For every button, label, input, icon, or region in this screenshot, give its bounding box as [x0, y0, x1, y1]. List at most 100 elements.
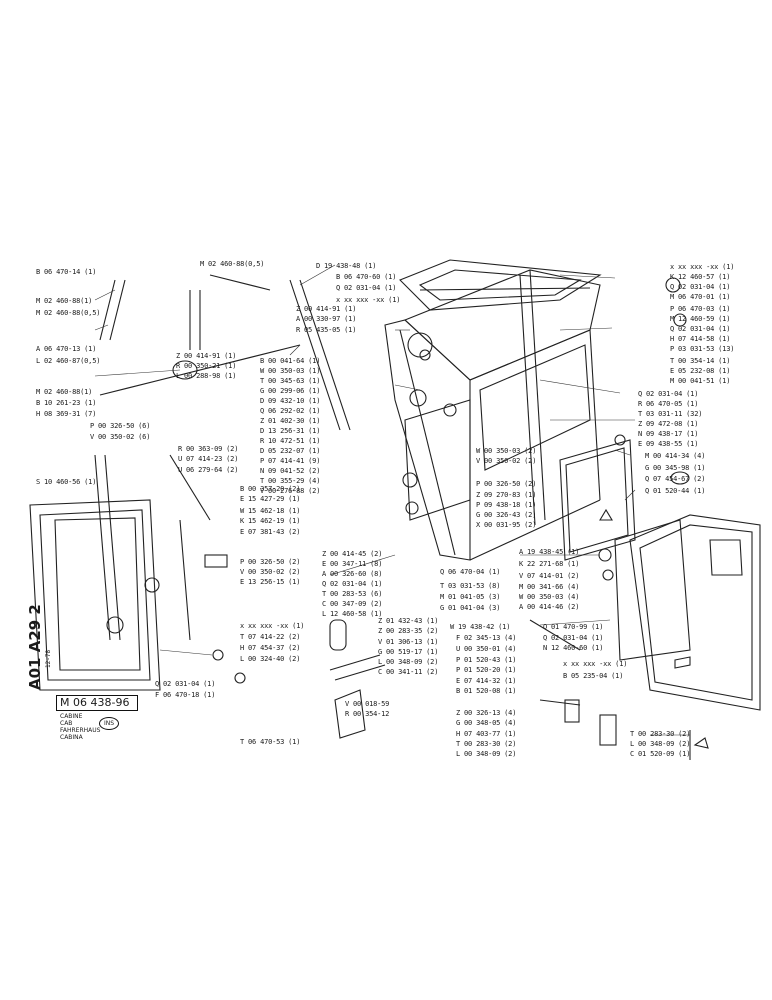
part-label: V 07 414-01 (2) [519, 572, 580, 580]
part-label: E 15 427-29 (1) [240, 495, 301, 503]
part-label: E 00 347-11 (8) [322, 560, 383, 568]
part-label: Q 02 031-04 (1) [543, 634, 604, 642]
title-line: FAHRERHAUS [60, 727, 101, 734]
part-label: M 02 460-88(0,5) [36, 309, 101, 317]
part-label: Q 01 470-99 (1) [543, 623, 604, 631]
part-label: T 00 283-30 (2) [456, 740, 517, 748]
part-label: T 00 283-30 (2) [630, 730, 691, 738]
part-label: R 06 470-05 (1) [638, 400, 699, 408]
leader-lines [94, 264, 690, 736]
part-label: K 15 462-19 (1) [240, 517, 301, 525]
part-label: A 00 414-46 (2) [519, 603, 580, 611]
part-label: T 03 031-11 (32) [638, 410, 703, 418]
part-label: V 00 350-02 (2) [476, 457, 537, 465]
part-label: Q 01 520-44 (1) [645, 487, 706, 495]
part-label: V 00 276-88 (2) [260, 487, 321, 495]
part-label: M 02 460-88(0,5) [200, 260, 265, 268]
part-label: G 01 041-04 (3) [440, 604, 501, 612]
part-label: P 03 031-53 (13) [670, 345, 735, 353]
part-label: Q 06 292-02 (1) [260, 407, 321, 415]
part-label: T 00 355-29 (4) [260, 477, 321, 485]
cab-frame [384, 269, 601, 561]
part-label: E 05 232-08 (1) [670, 367, 731, 375]
part-label: P 07 414-41 (9) [260, 457, 321, 465]
part-label: L 02 460-87(0,5) [36, 357, 101, 365]
part-label: V 00 018-59 [345, 700, 390, 708]
lower-center-parts [329, 619, 709, 760]
part-label: M 00 341-66 (4) [519, 583, 580, 591]
part-label: x xx xxx -xx (1) [563, 660, 628, 668]
part-label: T 06 470-53 (1) [240, 738, 301, 746]
part-label: D 19 438-48 (1) [316, 262, 377, 270]
part-label: Q 02 031-04 (1) [670, 283, 731, 291]
part-label: M 00 041-51 (1) [670, 377, 731, 385]
part-label: T 00 283-53 (6) [322, 590, 383, 598]
part-label: R 00 354-12 [345, 710, 390, 718]
part-label: R 05 435-05 (1) [296, 326, 357, 334]
part-label: R 00 350-21 (1) [176, 362, 237, 370]
part-label: B 10 261-23 (1) [36, 399, 97, 407]
part-label: H 07 403-77 (1) [456, 730, 517, 738]
drawing-date: 12-78 [45, 649, 52, 668]
document-id: A01 A29 2 [26, 604, 44, 690]
part-label: T 00 354-14 (1) [670, 357, 731, 365]
side-window-panel [559, 439, 636, 561]
part-label: V 00 350-02 (2) [240, 568, 301, 576]
part-label: X 00 031-95 (2) [476, 521, 537, 529]
part-label: M 12 460-59 (1) [670, 315, 731, 323]
part-label: Z 09 270-83 (1) [476, 491, 537, 499]
part-label: G 00 345-98 (1) [645, 464, 706, 472]
part-label: G 00 519-17 (1) [378, 648, 439, 656]
part-label: M 06 470-01 (1) [670, 293, 731, 301]
part-label: G 00 326-43 (2) [476, 511, 537, 519]
part-label: G 00 348-05 (4) [456, 719, 517, 727]
part-label: E 07 381-43 (2) [240, 528, 301, 536]
part-label: S 10 460-56 (1) [36, 478, 97, 486]
part-label: L 00 324-40 (2) [240, 655, 301, 663]
part-label: L 00 348-09 (2) [456, 750, 517, 758]
ins-stamp: INS [99, 717, 119, 730]
part-label: B 01 520-08 (1) [456, 687, 517, 695]
part-label: Q 02 031-04 (1) [638, 390, 699, 398]
part-label: V 01 306-13 (1) [378, 638, 439, 646]
door-hardware-left [94, 454, 246, 684]
part-label: A 06 470-13 (1) [36, 345, 97, 353]
part-label: Z 00 414-45 (2) [322, 550, 383, 558]
part-label: H 07 414-58 (1) [670, 335, 731, 343]
part-label: P 00 326-50 (2) [240, 558, 301, 566]
part-label: P 09 438-18 (1) [476, 501, 537, 509]
part-label: B 00 041-64 (1) [260, 357, 321, 365]
part-label: L 00 288-98 (1) [176, 372, 237, 380]
part-label: Q 06 470-04 (1) [440, 568, 501, 576]
part-label: P 01 520-20 (1) [456, 666, 517, 674]
part-label: Z 00 283-35 (2) [378, 627, 439, 635]
right-door [614, 514, 761, 711]
part-label: U 06 279-64 (2) [178, 466, 239, 474]
part-label: P 01 520-43 (1) [456, 656, 517, 664]
part-label: L 00 348-09 (2) [378, 658, 439, 666]
part-label: H 07 454-37 (2) [240, 644, 301, 652]
part-label: T 03 031-53 (8) [440, 582, 501, 590]
part-label: Q 07 454-67 (2) [645, 475, 706, 483]
part-label: Z 01 402-30 (1) [260, 417, 321, 425]
part-label: W 00 350-03 (2) [476, 447, 537, 455]
assembly-code: M 06 438-96 [56, 695, 138, 711]
part-label: M 01 041-05 (3) [440, 593, 501, 601]
part-label: C 00 341-11 (2) [378, 668, 439, 676]
part-label: Z 00 326-13 (4) [456, 709, 517, 717]
part-label: F 06 470-18 (1) [155, 691, 216, 699]
part-label: W 15 462-18 (1) [240, 507, 301, 515]
part-label: V 00 350-02 (6) [90, 433, 151, 441]
part-label: x xx xxx -xx (1) [336, 296, 401, 304]
part-label: D 13 256-31 (1) [260, 427, 321, 435]
part-label: C 01 520-09 (1) [630, 750, 691, 758]
title-line: CABINE [60, 713, 83, 720]
part-label: W 00 350-03 (1) [260, 367, 321, 375]
part-label: Q 02 031-04 (1) [155, 680, 216, 688]
part-label: Z 00 414-91 (1) [176, 352, 237, 360]
part-label: Z 01 432-43 (1) [378, 617, 439, 625]
part-label: Q 02 031-04 (1) [322, 580, 383, 588]
part-label: B 06 470-14 (1) [36, 268, 97, 276]
part-label: T 00 345-63 (1) [260, 377, 321, 385]
